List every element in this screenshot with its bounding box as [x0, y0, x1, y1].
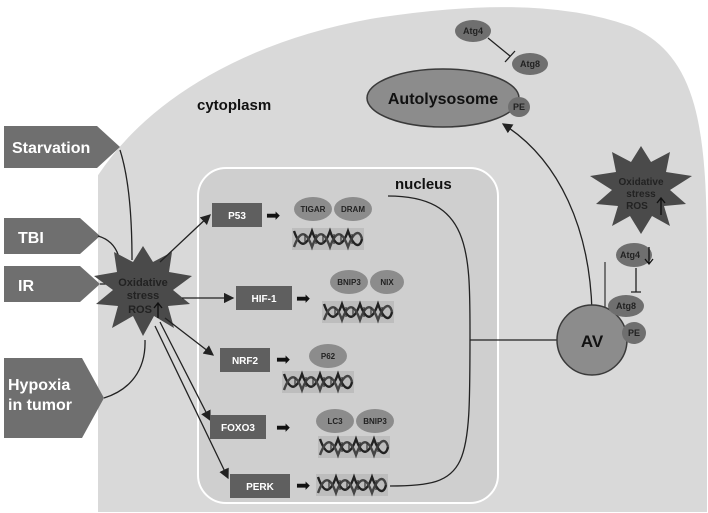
svg-text:TIGAR: TIGAR: [301, 205, 326, 214]
svg-text:BNIP3: BNIP3: [337, 278, 361, 287]
nrf2-label: NRF2: [232, 356, 259, 367]
p53-box: [212, 203, 262, 227]
svg-text:NIX: NIX: [380, 278, 394, 287]
svg-text:Starvation: Starvation: [12, 140, 90, 157]
hif1-box: [236, 286, 292, 310]
nrf2-box: [220, 348, 270, 372]
bnip3-node: [330, 270, 368, 294]
svg-text:TBI: TBI: [18, 230, 44, 247]
av-atg8-node: [608, 295, 644, 317]
arrow-to-foxo3: [159, 321, 211, 422]
svg-text:Oxidative: Oxidative: [618, 177, 663, 188]
right-arrow-icon: ➡: [296, 289, 310, 308]
right-arrow-icon: ➡: [276, 418, 290, 437]
perk-box: [230, 474, 290, 498]
right-arrow-icon: ➡: [276, 350, 290, 369]
nix-node: [370, 270, 404, 294]
lc3-node: [316, 409, 354, 433]
dna-icon: [320, 299, 396, 325]
stimulus-ir: IR: [4, 266, 100, 302]
svg-text:ROS: ROS: [128, 304, 152, 316]
oxidative-stress-ros-star: Oxidative stress ROS: [94, 246, 192, 336]
autolysosome-pe-node: [508, 97, 530, 117]
stimulus-tbi: TBI: [4, 218, 100, 254]
atg4-inhibits-atg8: [487, 37, 516, 63]
autolysosome-atg8-node: [512, 53, 548, 75]
foxo3-box: [210, 415, 266, 439]
svg-text:Atg8: Atg8: [520, 59, 540, 69]
svg-text:LC3: LC3: [327, 417, 343, 426]
arrow-to-p53: [159, 214, 211, 263]
svg-text:AV: AV: [581, 332, 604, 351]
svg-text:Oxidative: Oxidative: [118, 277, 168, 289]
atg4-inhibits-atg8-av: [631, 268, 641, 293]
up-arrow-icon: [656, 196, 666, 215]
svg-text:PE: PE: [628, 328, 640, 338]
svg-text:stress: stress: [127, 290, 159, 302]
p53-label: P53: [228, 211, 246, 222]
dram-node: [334, 197, 372, 221]
foxo3-label: FOXO3: [221, 423, 255, 434]
down-arrow-icon: [644, 247, 654, 266]
av-to-autolysosome-arrow: [501, 123, 593, 313]
tigar-node: [294, 197, 332, 221]
svg-text:IR: IR: [18, 278, 34, 295]
svg-text:DRAM: DRAM: [341, 205, 365, 214]
av-atg4-node: [616, 243, 652, 267]
svg-text:Atg4: Atg4: [463, 26, 483, 36]
right-arrow-icon: ➡: [296, 476, 310, 495]
svg-text:Autolysosome: Autolysosome: [388, 91, 498, 108]
nucleus-output-bracket: [387, 195, 471, 487]
svg-text:ROS: ROS: [626, 201, 648, 212]
svg-text:Atg8: Atg8: [616, 301, 636, 311]
oxidative-stress-ros-star-right: Oxidative stress ROS: [590, 146, 692, 234]
svg-text:PE: PE: [513, 102, 525, 112]
svg-text:stress: stress: [626, 189, 656, 200]
av-pe-node: [622, 322, 646, 344]
svg-text:Atg4: Atg4: [620, 250, 640, 260]
autophagic-vacuole-av: AV: [556, 304, 628, 376]
svg-text:P62: P62: [321, 352, 336, 361]
stimulus-starvation: Starvation: [4, 126, 120, 168]
nucleus-region: [197, 167, 499, 504]
svg-text:BNIP3: BNIP3: [363, 417, 387, 426]
dna-icon: [280, 369, 356, 395]
p62-node: [309, 344, 347, 368]
dna-icon: [290, 226, 366, 252]
bnip3-node: [356, 409, 394, 433]
arrow-to-nrf2: [164, 317, 215, 356]
arrow-to-perk: [154, 325, 229, 480]
dna-icon: [314, 472, 390, 498]
dna-icon: [316, 434, 392, 460]
perk-label: PERK: [246, 482, 275, 493]
autolysosome-atg4-node: [455, 20, 491, 42]
starvation-connector: [119, 149, 133, 261]
right-arrow-icon: ➡: [266, 206, 280, 225]
hif1-label: HIF-1: [252, 294, 277, 305]
hypoxia-connector: [103, 339, 146, 399]
up-arrow-icon: [153, 301, 163, 318]
autolysosome: Autolysosome: [366, 68, 520, 128]
cytoplasm-label: cytoplasm: [197, 97, 271, 114]
nucleus-label: nucleus: [395, 176, 452, 193]
